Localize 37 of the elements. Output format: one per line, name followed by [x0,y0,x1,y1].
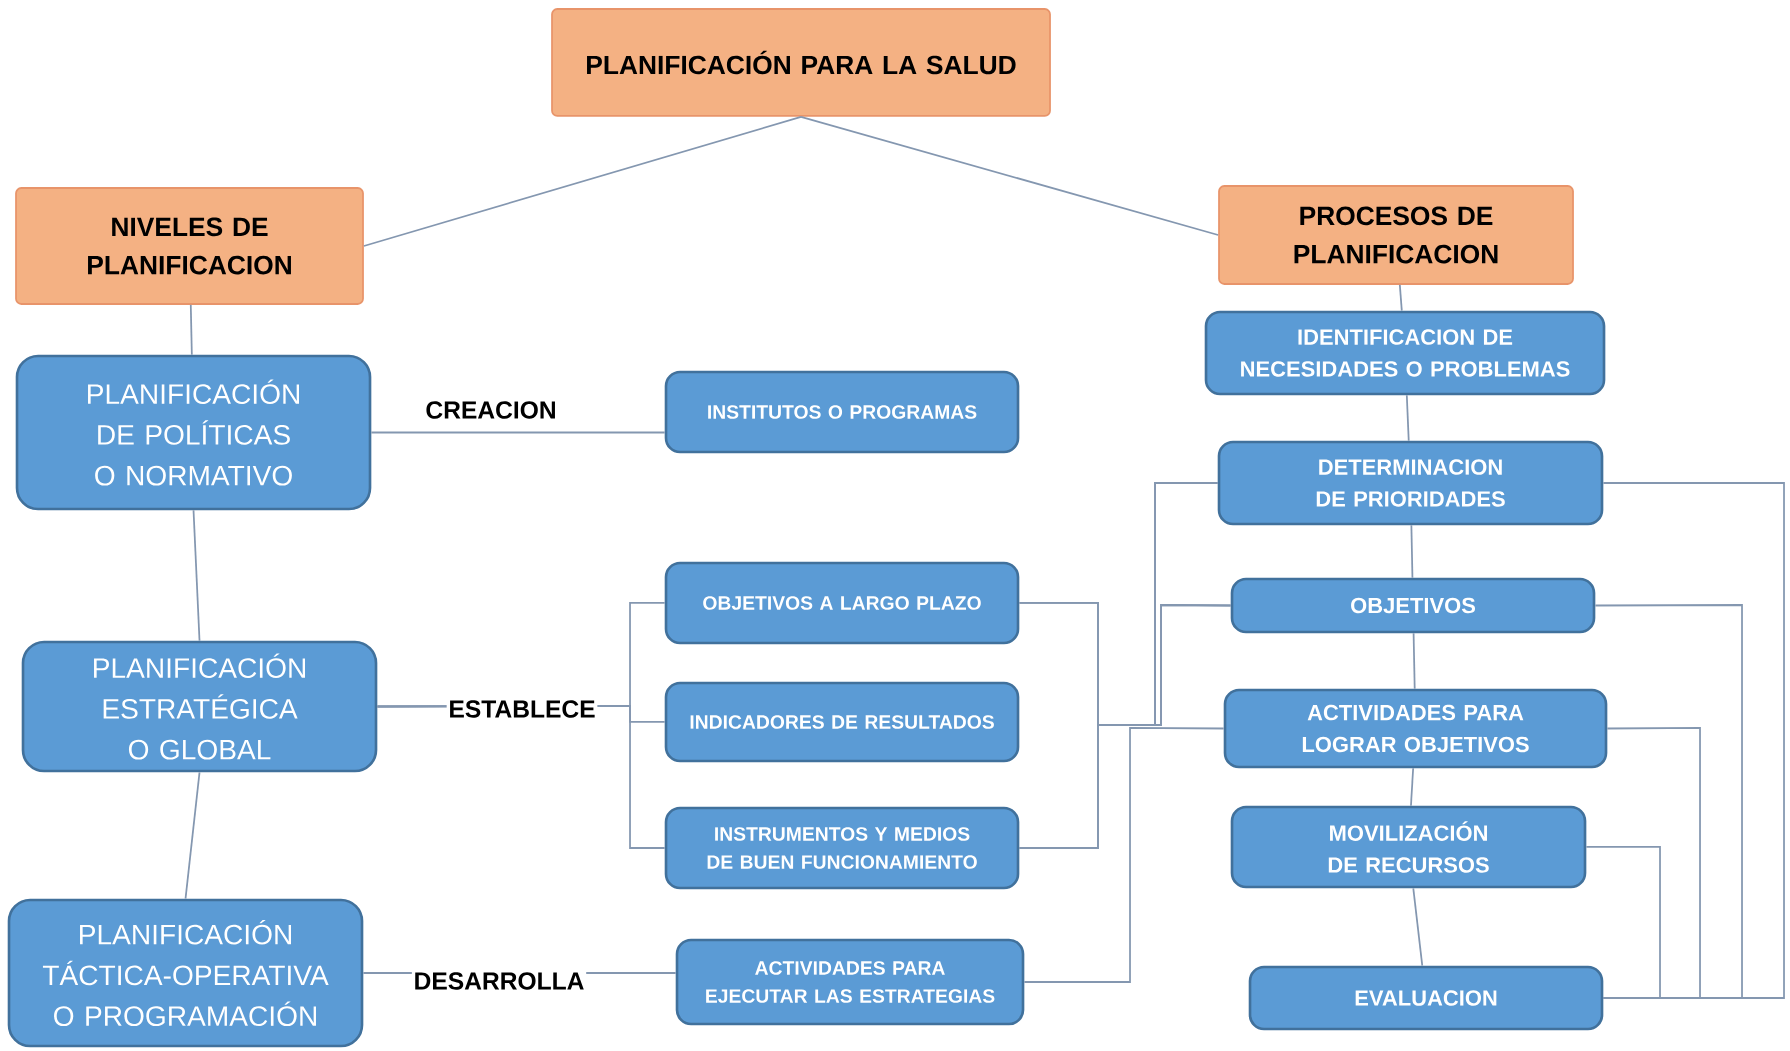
header-box: PROCESOS DE PLANIFICACION [1218,185,1574,285]
connector-line [1594,604,1743,999]
edge-label: DESARROLLA [411,970,587,992]
connector-line [370,431,666,434]
connector-line [1023,727,1225,983]
connector-line [192,509,201,642]
connector-line [800,116,1220,236]
level-box: PLANIFICACIÓN TÁCTICA-OPERATIVA O PROGRAMACIÓN [7,898,364,1048]
level-box: PLANIFICACIÓN DE POLÍTICAS O NORMATIVO [15,354,372,511]
process-box: DETERMINACION DE PRIORIDADES [1217,440,1604,526]
level-box: PLANIFICACIÓN ESTRATÉGICA O GLOBAL [21,640,378,773]
connector-line [1410,767,1415,807]
connector-line [1018,604,1232,849]
concept-box: OBJETIVOS A LARGO PLAZO [664,561,1020,645]
connector-line [1585,846,1661,999]
process-box: EVALUACION [1248,965,1604,1031]
connector-line [1602,482,1785,999]
concept-box: INSTRUMENTOS Y MEDIOS DE BUEN FUNCIONAMIENTO [664,806,1020,890]
connector-line [363,116,802,247]
process-box: MOVILIZACIÓN DE RECURSOS [1230,805,1587,889]
connector-line [184,771,201,900]
edge-label: CREACION [423,399,559,421]
connector-line [189,304,193,356]
process-box: OBJETIVOS [1230,577,1596,634]
header-box: PLANIFICACIÓN PARA LA SALUD [551,8,1051,117]
connector-line [1412,887,1424,967]
concept-box: ACTIVIDADES PARA EJECUTAR LAS ESTRATEGIAS [675,938,1025,1026]
connector-line [1410,524,1414,579]
process-box: IDENTIFICACION DE NECESIDADES O PROBLEMAS [1204,310,1606,396]
process-box: ACTIVIDADES PARA LOGRAR OBJETIVOS [1223,688,1608,769]
concept-box: INDICADORES DE RESULTADOS [664,681,1020,763]
connector-line [1398,284,1403,312]
connector-line [1405,394,1410,442]
connector-line [1412,632,1416,690]
edge-label: ESTABLECE [446,698,598,720]
concept-box: INSTITUTOS O PROGRAMAS [664,370,1020,454]
header-box: NIVELES DE PLANIFICACION [15,187,364,305]
